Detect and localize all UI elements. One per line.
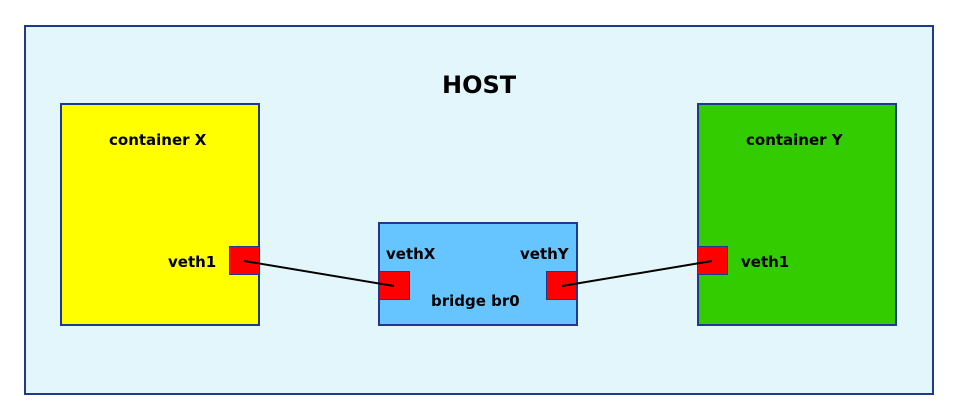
container-x-box (60, 103, 260, 326)
container-y-veth1-label: veth1 (741, 253, 790, 271)
container-y-label: container Y (746, 131, 843, 149)
container-x-veth1-port (229, 246, 260, 275)
container-x-veth1-label: veth1 (168, 253, 217, 271)
container-y-box (697, 103, 897, 326)
bridge-vethy-label: vethY (520, 245, 569, 263)
host-label: HOST (442, 71, 517, 99)
bridge-vethx-label: vethX (386, 245, 436, 263)
container-y-veth1-port (697, 246, 728, 275)
bridge-vethy-port (546, 271, 577, 300)
bridge-label: bridge br0 (431, 292, 520, 310)
bridge-vethx-port (379, 271, 410, 300)
container-x-label: container X (109, 131, 207, 149)
